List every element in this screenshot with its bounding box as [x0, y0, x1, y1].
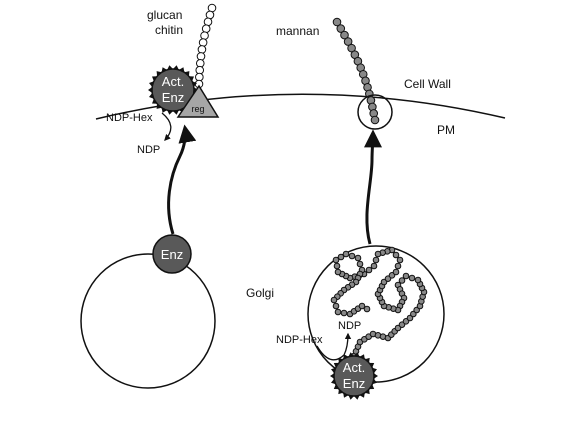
coil-bead: [363, 305, 371, 313]
mannan-bead: [343, 37, 353, 46]
coil-bead: [374, 250, 382, 258]
coil-bead: [334, 268, 342, 276]
mannan-label: mannan: [276, 24, 319, 38]
active-enzyme-left-line1: Act.: [162, 74, 184, 89]
coil-bead: [392, 268, 400, 276]
coil-bead: [408, 274, 416, 282]
regulator-triangle: reg: [176, 84, 220, 118]
glucan-label: glucan: [147, 8, 182, 22]
glucan-bead: [201, 24, 211, 34]
coil-bead: [342, 250, 350, 258]
active-enzyme-left-line2: Enz: [162, 90, 184, 105]
coil-bead: [358, 302, 366, 310]
coil-bead: [372, 256, 380, 264]
ndp-hex-left-label: NDP-Hex: [106, 112, 153, 124]
coil-bead: [334, 308, 342, 316]
inactive-enzyme-label: Enz: [161, 247, 183, 262]
chitin-label: chitin: [155, 23, 183, 37]
active-enzyme-right-line1: Act.: [343, 360, 365, 375]
mannan-bead: [332, 17, 342, 27]
plasma-membrane-line: [95, 93, 506, 120]
coil-bead: [398, 277, 406, 284]
coil-bead: [392, 251, 400, 259]
glucan-bead: [200, 31, 209, 40]
coil-bead: [394, 262, 402, 270]
glucan-chitin-chain: [194, 3, 217, 89]
ndp-hex-right-label: NDP-Hex: [276, 334, 323, 346]
coil-bead: [354, 254, 362, 262]
golgi-vesicle-left: [80, 253, 216, 389]
glucan-bead: [203, 17, 213, 27]
active-enzyme-left: Act. Enz: [148, 65, 198, 115]
coil-bead: [370, 262, 378, 270]
coil-bead: [337, 253, 345, 261]
coil-bead: [330, 296, 338, 304]
cell-wall-label: Cell Wall: [404, 77, 451, 91]
coil-bead: [396, 256, 404, 264]
golgi-label: Golgi: [246, 286, 274, 300]
coil-bead: [332, 302, 340, 310]
mannan-bead: [370, 115, 380, 125]
inactive-enzyme: Enz: [152, 234, 192, 274]
coil-bead: [332, 256, 340, 264]
mannan-bead: [340, 30, 349, 40]
membrane-synthesis-site-right: [357, 94, 393, 130]
coil-bead: [365, 266, 373, 274]
transport-arrow-left: [167, 124, 197, 235]
ndp-left-label: NDP: [137, 144, 160, 156]
coil-bead: [340, 309, 348, 317]
ndp-release-arrow-right: [316, 332, 352, 361]
coil-bead: [356, 260, 364, 268]
ndp-release-arrow-left: [161, 112, 172, 141]
active-enzyme-right: Act. Enz: [330, 352, 378, 400]
ndp-right-label: NDP: [338, 320, 361, 332]
reg-label: reg: [191, 104, 204, 114]
transport-arrow-right: [363, 129, 382, 245]
glucan-bead: [205, 10, 215, 20]
mannan-bead: [336, 24, 346, 33]
coil-bead: [333, 262, 341, 270]
pm-label: PM: [437, 123, 455, 137]
coil-bead: [414, 276, 422, 284]
active-enzyme-right-line2: Enz: [343, 376, 365, 391]
coil-bead: [402, 272, 410, 280]
mannan-chain: [332, 17, 380, 125]
coil-bead: [348, 252, 356, 260]
glucan-bead: [196, 52, 206, 61]
mannan-coil-in-vesicle: [330, 246, 428, 360]
glucan-bead: [197, 45, 207, 54]
glucan-bead: [198, 38, 208, 47]
